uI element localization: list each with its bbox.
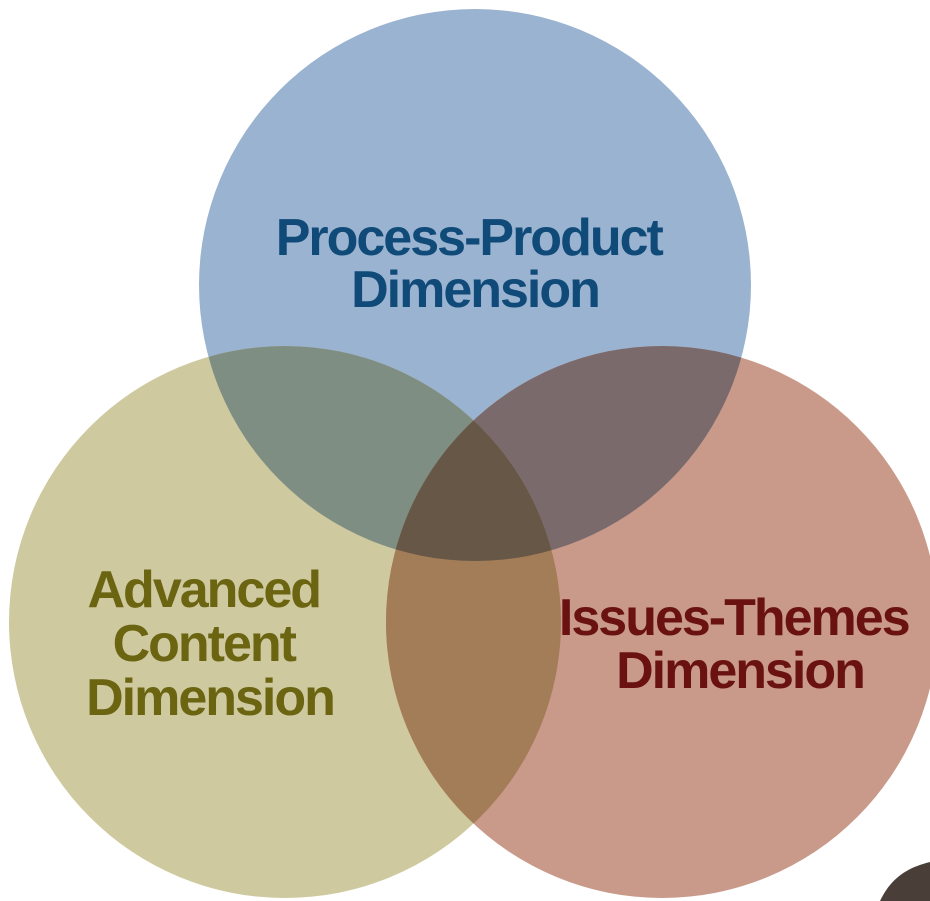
label-line: Dimension	[616, 642, 864, 700]
label-issues-themes: Issues-Themes Dimension	[559, 589, 921, 700]
label-line: Issues-Themes	[559, 589, 909, 647]
label-line: Content	[113, 615, 297, 673]
label-advanced-content: Advanced Content Dimension	[86, 561, 334, 727]
corner-decoration	[880, 862, 930, 901]
label-line: Advanced	[88, 561, 321, 619]
label-line: Dimension	[86, 669, 334, 727]
overlap-center	[386, 346, 561, 561]
label-process-product: Process-Product Dimension	[276, 209, 675, 319]
label-line: Dimension	[351, 261, 599, 319]
label-line: Process-Product	[276, 209, 664, 267]
